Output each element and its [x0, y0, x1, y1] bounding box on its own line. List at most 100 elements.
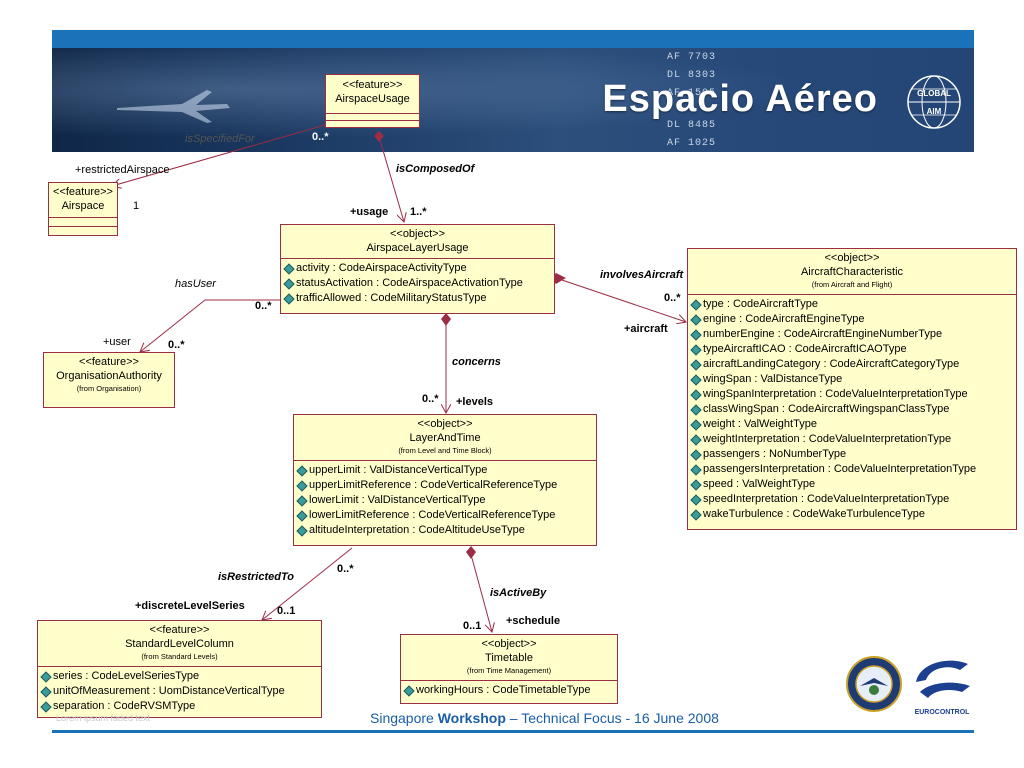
attribute-text: speed : ValWeightType: [703, 478, 816, 490]
attribute-row: speed : ValWeightType: [690, 477, 1014, 492]
connector-is-active-by: [471, 557, 492, 632]
attribute-row: unitOfMeasurement : UomDistanceVerticalT…: [40, 684, 319, 699]
attribute-icon: [283, 262, 295, 275]
eurocontrol-logo-icon: EUROCONTROL: [915, 660, 970, 716]
footer-text: Singapore Workshop – Technical Focus - 1…: [370, 710, 719, 726]
class-name: AirspaceLayerUsage: [366, 242, 469, 254]
class-name: OrganisationAuthority: [56, 370, 162, 382]
class-name: AirspaceUsage: [335, 93, 410, 105]
airplane-icon: [117, 90, 230, 123]
attribute-icon: [690, 373, 702, 386]
board-text: DL 8303: [667, 70, 717, 81]
attribute-icon: [296, 479, 308, 492]
role-schedule: +schedule: [506, 615, 561, 627]
attribute-icon: [283, 292, 295, 305]
attribute-text: lowerLimitReference : CodeVerticalRefere…: [309, 509, 556, 521]
attribute-text: weightInterpretation : CodeValueInterpre…: [703, 433, 952, 445]
attribute-row: weight : ValWeightType: [690, 417, 1014, 432]
attribute-icon: [690, 478, 702, 491]
attribute-row: aircraftLandingCategory : CodeAircraftCa…: [690, 357, 1014, 372]
multiplicity-label: 0..*: [168, 339, 185, 351]
uml-class-aircraft-characteristic: <<object>> AircraftCharacteristic (from …: [687, 248, 1017, 530]
attribute-text: wakeTurbulence : CodeWakeTurbulenceType: [703, 508, 925, 520]
header-top-bar: [52, 30, 974, 48]
stereotype: <<object>>: [389, 228, 446, 240]
attribute-text: weight : ValWeightType: [703, 418, 817, 430]
faded-footer-text: Lorem ipsum faded text: [56, 713, 151, 723]
attribute-icon: [690, 313, 702, 326]
composition-diamond: [466, 546, 476, 559]
multiplicity-label: 0..*: [664, 292, 681, 304]
attribute-text: unitOfMeasurement : UomDistanceVerticalT…: [53, 685, 285, 697]
role-levels: +levels: [456, 396, 494, 408]
attribute-row: passengersInterpretation : CodeValueInte…: [690, 462, 1014, 477]
attribute-icon: [690, 463, 702, 476]
package-note: (from Organisation): [76, 384, 142, 393]
banner-title: Espacio Aéreo: [602, 78, 878, 120]
attribute-row: wakeTurbulence : CodeWakeTurbulenceType: [690, 507, 1014, 522]
package-note: (from Aircraft and Flight): [811, 280, 893, 289]
attribute-icon: [40, 700, 52, 713]
role-usage: +usage: [350, 206, 389, 218]
stereotype: <<object>>: [481, 638, 537, 650]
attribute-row: engine : CodeAircraftEngineType: [690, 312, 1014, 327]
board-text: AF 7703: [667, 52, 717, 63]
attribute-text: wingSpanInterpretation : CodeValueInterp…: [703, 388, 968, 400]
attribute-row: separation : CodeRVSMType: [40, 699, 319, 714]
multiplicity-label: 0..*: [337, 563, 354, 575]
attribute-text: typeAircraftICAO : CodeAircraftICAOType: [703, 343, 907, 355]
attribute-row: numberEngine : CodeAircraftEngineNumberT…: [690, 327, 1014, 342]
attribute-text: numberEngine : CodeAircraftEngineNumberT…: [703, 328, 943, 340]
class-name: LayerAndTime: [409, 432, 481, 444]
attribute-row: altitudeInterpretation : CodeAltitudeUse…: [296, 523, 594, 538]
attribute-row: weightInterpretation : CodeValueInterpre…: [690, 432, 1014, 447]
board-text: AF 1025: [667, 138, 717, 149]
connector-involves-aircraft: [555, 277, 686, 322]
package-note: (from Time Management): [466, 666, 552, 675]
attribute-row: wingSpan : ValDistanceType: [690, 372, 1014, 387]
attribute-text: wingSpan : ValDistanceType: [703, 373, 843, 385]
class-name: Timetable: [485, 652, 533, 664]
attribute-row: classWingSpan : CodeAircraftWingspanClas…: [690, 402, 1014, 417]
multiplicity-label: 0..1: [277, 605, 296, 617]
attribute-icon: [690, 403, 702, 416]
uml-class-timetable: <<object>> Timetable (from Time Manageme…: [400, 634, 618, 704]
attribute-icon: [690, 358, 702, 371]
attribute-icon: [296, 524, 308, 537]
connector-is-restricted-to: [262, 547, 353, 620]
multiplicity-label: 0..*: [255, 300, 272, 312]
attribute-icon: [690, 388, 702, 401]
header-banner: AF 7703 DL 8303 AF 1505 DL 8485 AF 1025 …: [52, 48, 974, 152]
stereotype: <<object>>: [417, 418, 473, 430]
attribute-icon: [403, 684, 415, 697]
attribute-text: type : CodeAircraftType: [703, 298, 818, 310]
stereotype: <<feature>>: [53, 186, 113, 198]
attribute-text: classWingSpan : CodeAircraftWingspanClas…: [703, 403, 950, 415]
attribute-row: passengers : NoNumberType: [690, 447, 1014, 462]
attribute-row: upperLimitReference : CodeVerticalRefere…: [296, 478, 594, 493]
attribute-icon: [690, 298, 702, 311]
uml-class-layer-and-time: <<object>> LayerAndTime (from Level and …: [293, 414, 597, 546]
role-restricted-airspace: +restrictedAirspace: [75, 164, 170, 176]
class-name: Airspace: [61, 200, 105, 212]
attribute-row: speedInterpretation : CodeValueInterpret…: [690, 492, 1014, 507]
attribute-row: typeAircraftICAO : CodeAircraftICAOType: [690, 342, 1014, 357]
uml-class-airspace-layer-usage: <<object>> AirspaceLayerUsage activity :…: [280, 224, 555, 314]
attribute-row: upperLimit : ValDistanceVerticalType: [296, 463, 594, 478]
uml-class-organisation-authority: <<feature>> OrganisationAuthority (from …: [43, 352, 175, 408]
role-involves-aircraft: involvesAircraft: [600, 269, 684, 281]
attribute-icon: [690, 343, 702, 356]
footer-line: [52, 730, 974, 733]
attribute-row: lowerLimitReference : CodeVerticalRefere…: [296, 508, 594, 523]
attribute-text: passengers : NoNumberType: [703, 448, 847, 460]
attribute-row: series : CodeLevelSeriesType: [40, 669, 319, 684]
multiplicity-label: 0..*: [422, 393, 439, 405]
composition-diamond: [441, 313, 451, 326]
board-text: AF 1505: [667, 88, 717, 99]
attribute-text: passengersInterpretation : CodeValueInte…: [703, 463, 977, 475]
multiplicity-label: 1..*: [410, 206, 427, 218]
attribute-icon: [40, 685, 52, 698]
attribute-row: lowerLimit : ValDistanceVerticalType: [296, 493, 594, 508]
connector-is-specified-for: [112, 124, 326, 186]
globe-text-aim: AIM: [927, 107, 942, 116]
